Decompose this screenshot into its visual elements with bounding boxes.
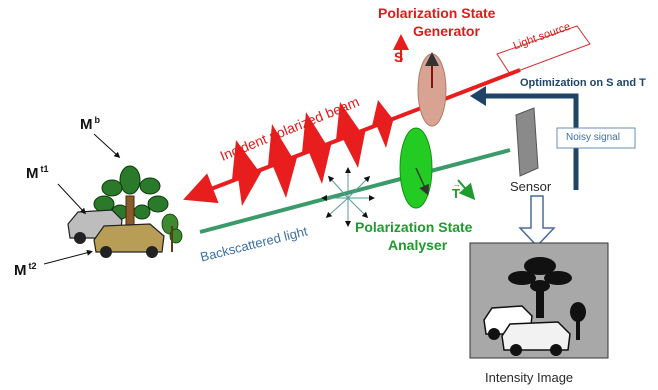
noisy-signal-box	[556, 127, 636, 149]
sensor-plate	[515, 107, 539, 177]
t-vector-label: →T	[452, 179, 461, 201]
light-source-box	[496, 25, 591, 75]
pointer-mt2	[43, 249, 93, 265]
incident-wave-packets	[232, 100, 394, 206]
generator-disk	[417, 52, 447, 127]
analyser-disk	[399, 127, 433, 209]
pointer-mb	[93, 133, 121, 159]
intensity-image-panel	[469, 242, 609, 359]
scene-illustration	[67, 165, 183, 258]
psg-title-line2: Generator	[413, 23, 480, 39]
optimization-label: Optimization on S and T	[520, 77, 646, 89]
intensity-image-label: Intensity Image	[485, 370, 574, 385]
psg-title-line1: Polarization State	[378, 5, 496, 21]
psa-title-line2: Analyser	[388, 237, 448, 253]
sensor-label: Sensor	[510, 179, 552, 194]
noisy-signal-label: Noisy signal	[566, 132, 620, 143]
down-hollow-arrow	[518, 195, 556, 248]
feedback-arrow	[470, 86, 579, 190]
psa-title-line1: Polarization State	[355, 219, 473, 235]
pointer-mt1	[57, 183, 87, 215]
t-vector-arrow	[457, 179, 476, 201]
s-vector-label: →S	[394, 42, 404, 65]
scatter-star	[321, 167, 375, 227]
